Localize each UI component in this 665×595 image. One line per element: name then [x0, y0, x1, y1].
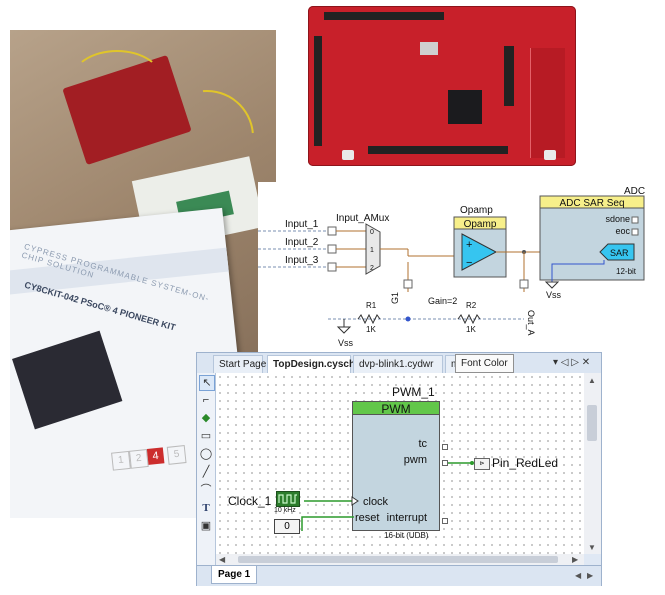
input-3-label: Input_3	[285, 255, 319, 266]
capsense-pads	[530, 48, 565, 158]
box-digit: 5	[166, 445, 187, 465]
image-tool-icon[interactable]: ▣	[200, 520, 212, 532]
kit-photo: CYPRESS PROGRAMMABLE SYSTEM-ON-CHIP SOLU…	[10, 30, 276, 518]
scroll-left-icon[interactable]: ◀	[219, 555, 226, 564]
tab-topdesign[interactable]: TopDesign.cysch	[267, 355, 355, 374]
box-digit: 1	[111, 450, 131, 471]
pwm-reset-terminal: reset	[355, 512, 380, 524]
mux-pin-2: 2	[370, 265, 374, 272]
r2-label: R2	[466, 301, 477, 310]
pointer-tool-icon[interactable]: ↖	[199, 375, 215, 391]
out-a-label: Out_A	[526, 310, 536, 336]
pwm-instance-name: PWM_1	[392, 385, 435, 399]
ellipse-tool-icon[interactable]: ◯	[199, 448, 213, 460]
scroll-right-icon[interactable]: ▶	[572, 555, 579, 564]
gain-label: Gain=2	[428, 296, 457, 306]
adc-eoc: eoc	[615, 226, 630, 236]
adc-sar: SAR	[610, 248, 629, 258]
r2-value: 1K	[466, 325, 476, 334]
page-tab-bar: Page 1 ◀ ▶	[197, 565, 601, 586]
vertical-scrollbar[interactable]: ▲ ▼	[584, 373, 601, 554]
pioneer-board-image	[308, 6, 576, 166]
vss-label-1: Vss	[338, 338, 354, 348]
pwm-footer: 16-bit (UDB)	[384, 531, 429, 540]
adc-bits: 12-bit	[616, 267, 637, 276]
net-label-tool-icon[interactable]: ◆	[201, 412, 211, 424]
pwm-component[interactable]: PWM tc pwm clock reset interrupt	[352, 401, 440, 531]
text-tool-icon[interactable]: T	[202, 502, 210, 514]
pin-redled-label: Pin_RedLed	[492, 456, 559, 470]
input-2-label: Input_2	[285, 237, 319, 248]
tab-controls[interactable]: ▾ ◁ ▷ ✕	[553, 357, 591, 368]
pwm-header: PWM	[352, 401, 440, 416]
pwm-clock-terminal: clock	[363, 496, 389, 508]
pwm-pwm-terminal: pwm	[403, 454, 427, 466]
opamp-title: Opamp	[460, 205, 493, 216]
adc-title: ADC	[624, 186, 645, 197]
tab-dvp-blink1[interactable]: dvp-blink1.cydwr	[353, 355, 443, 373]
adc-header: ADC SAR Seq	[559, 198, 624, 209]
wire-tool-icon[interactable]: ⌐	[202, 394, 210, 406]
page-tab[interactable]: Page 1	[211, 566, 258, 584]
clock-component[interactable]	[276, 491, 300, 507]
pwm-interrupt-terminal: interrupt	[386, 512, 427, 524]
scroll-up-icon[interactable]: ▲	[588, 376, 596, 385]
r1-label: R1	[366, 301, 377, 310]
input-1-label: Input_1	[285, 219, 319, 230]
box-digit: 2	[128, 449, 149, 469]
schematic-canvas[interactable]: PWM_1 PWM tc pwm clock reset interrupt 1…	[216, 373, 584, 554]
opamp-header: Opamp	[464, 219, 497, 230]
line-tool-icon[interactable]: ╱	[202, 466, 210, 478]
drawing-toolbox: ↖ ⌐ ◆ ▭ ◯ ╱ ⌒ T ▣	[197, 373, 216, 565]
page-next-icon[interactable]: ▶	[587, 571, 594, 580]
clock-frequency: 10 kHz	[274, 507, 296, 514]
amux-label: Input_AMux	[336, 213, 389, 224]
rectangle-tool-icon[interactable]: ▭	[200, 430, 212, 442]
mux-pin-0: 0	[370, 229, 374, 236]
scroll-down-icon[interactable]: ▼	[588, 543, 596, 552]
document-tabs: Start Page TopDesign.cysch dvp-blink1.cy…	[197, 353, 601, 374]
svg-text:−: −	[466, 257, 472, 269]
digital-pin-symbol[interactable]: ⊳	[474, 458, 490, 470]
logic-low-constant[interactable]: 0	[274, 519, 300, 534]
adc-sdone: sdone	[605, 214, 630, 224]
svg-text:+: +	[466, 239, 472, 251]
font-color-tooltip: Font Color	[455, 354, 514, 373]
horizontal-scrollbar[interactable]: ◀ ▶	[216, 554, 584, 565]
page-prev-icon[interactable]: ◀	[575, 571, 582, 580]
g1-label: G1	[390, 292, 400, 304]
arc-tool-icon[interactable]: ⌒	[200, 484, 212, 496]
board-chip	[448, 90, 482, 124]
tab-start-page[interactable]: Start Page	[213, 355, 266, 373]
clock-instance-name: Clock_1	[228, 494, 272, 508]
mux-pin-1: 1	[370, 247, 374, 254]
vss-label-2: Vss	[546, 290, 562, 300]
r1-value: 1K	[366, 325, 376, 334]
box-digit-highlight: 4	[146, 447, 165, 465]
adc-schematic: Input_1 Input_2 Input_3 Input_AMux 0 1 2	[258, 182, 665, 354]
pwm-tc-terminal: tc	[418, 438, 427, 450]
schematic-editor-window: Start Page TopDesign.cysch dvp-blink1.cy…	[196, 352, 602, 586]
